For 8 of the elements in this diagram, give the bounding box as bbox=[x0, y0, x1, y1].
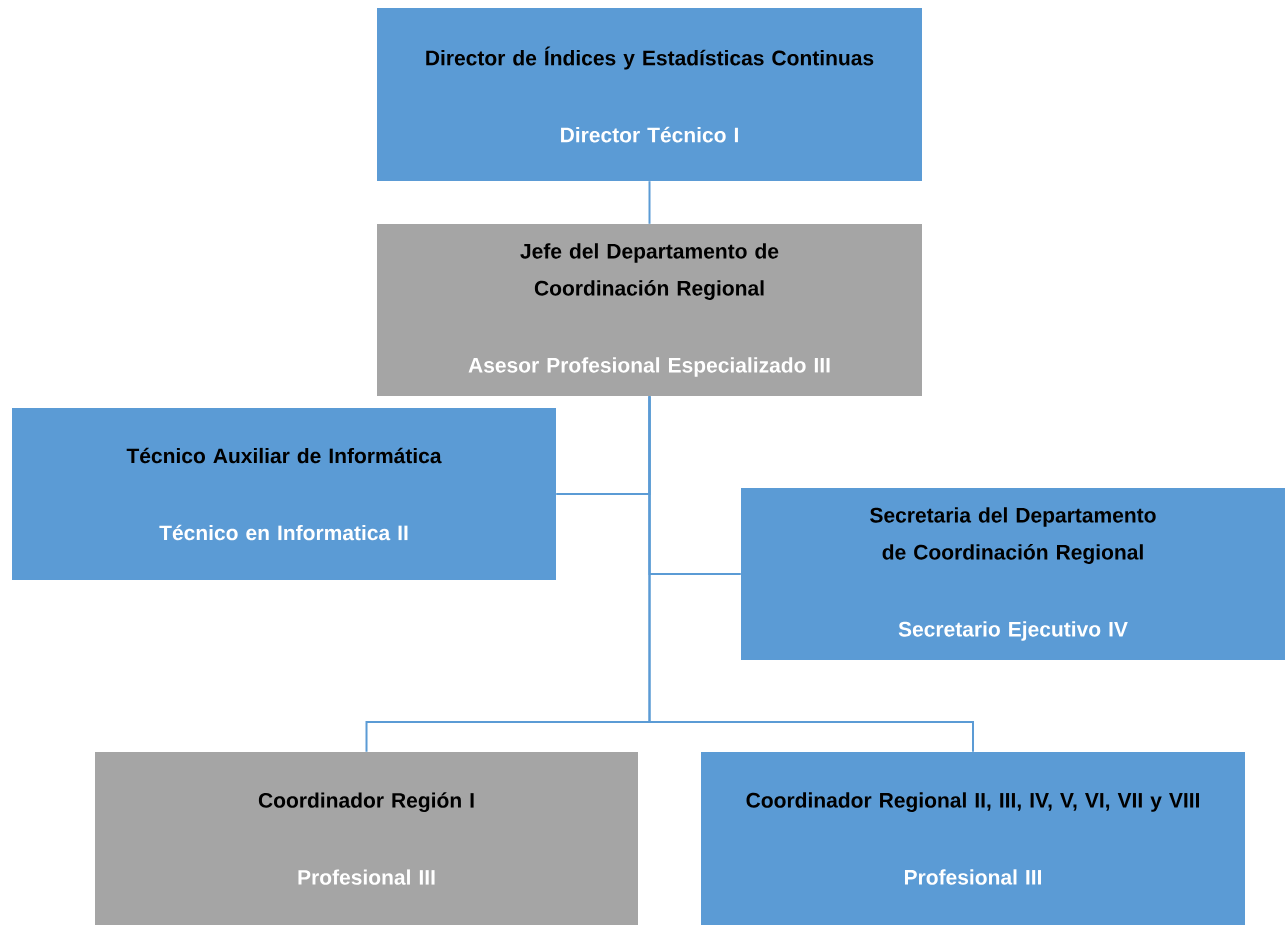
position-box: Jefe del Departamento de Coordinación Regional Asesor Profesional Especializado III bbox=[377, 224, 922, 396]
position-box: Director de Índices y Estadísticas Continuas Director Técnico I bbox=[377, 8, 922, 181]
connector-line bbox=[648, 395, 974, 753]
position-box: Técnico Auxiliar de Informática Técnico en Informatica II bbox=[12, 408, 556, 580]
position-box: Coordinador Región I Profesional III bbox=[95, 752, 638, 925]
position-box: Coordinador Regional II, III, IV, V, VI, VII y VIII Profesional III bbox=[701, 752, 1245, 925]
connector-line bbox=[648, 180, 651, 225]
position-box: Secretaria del Departamento de Coordinación Regional Secretario Ejecutivo IV bbox=[741, 488, 1285, 660]
